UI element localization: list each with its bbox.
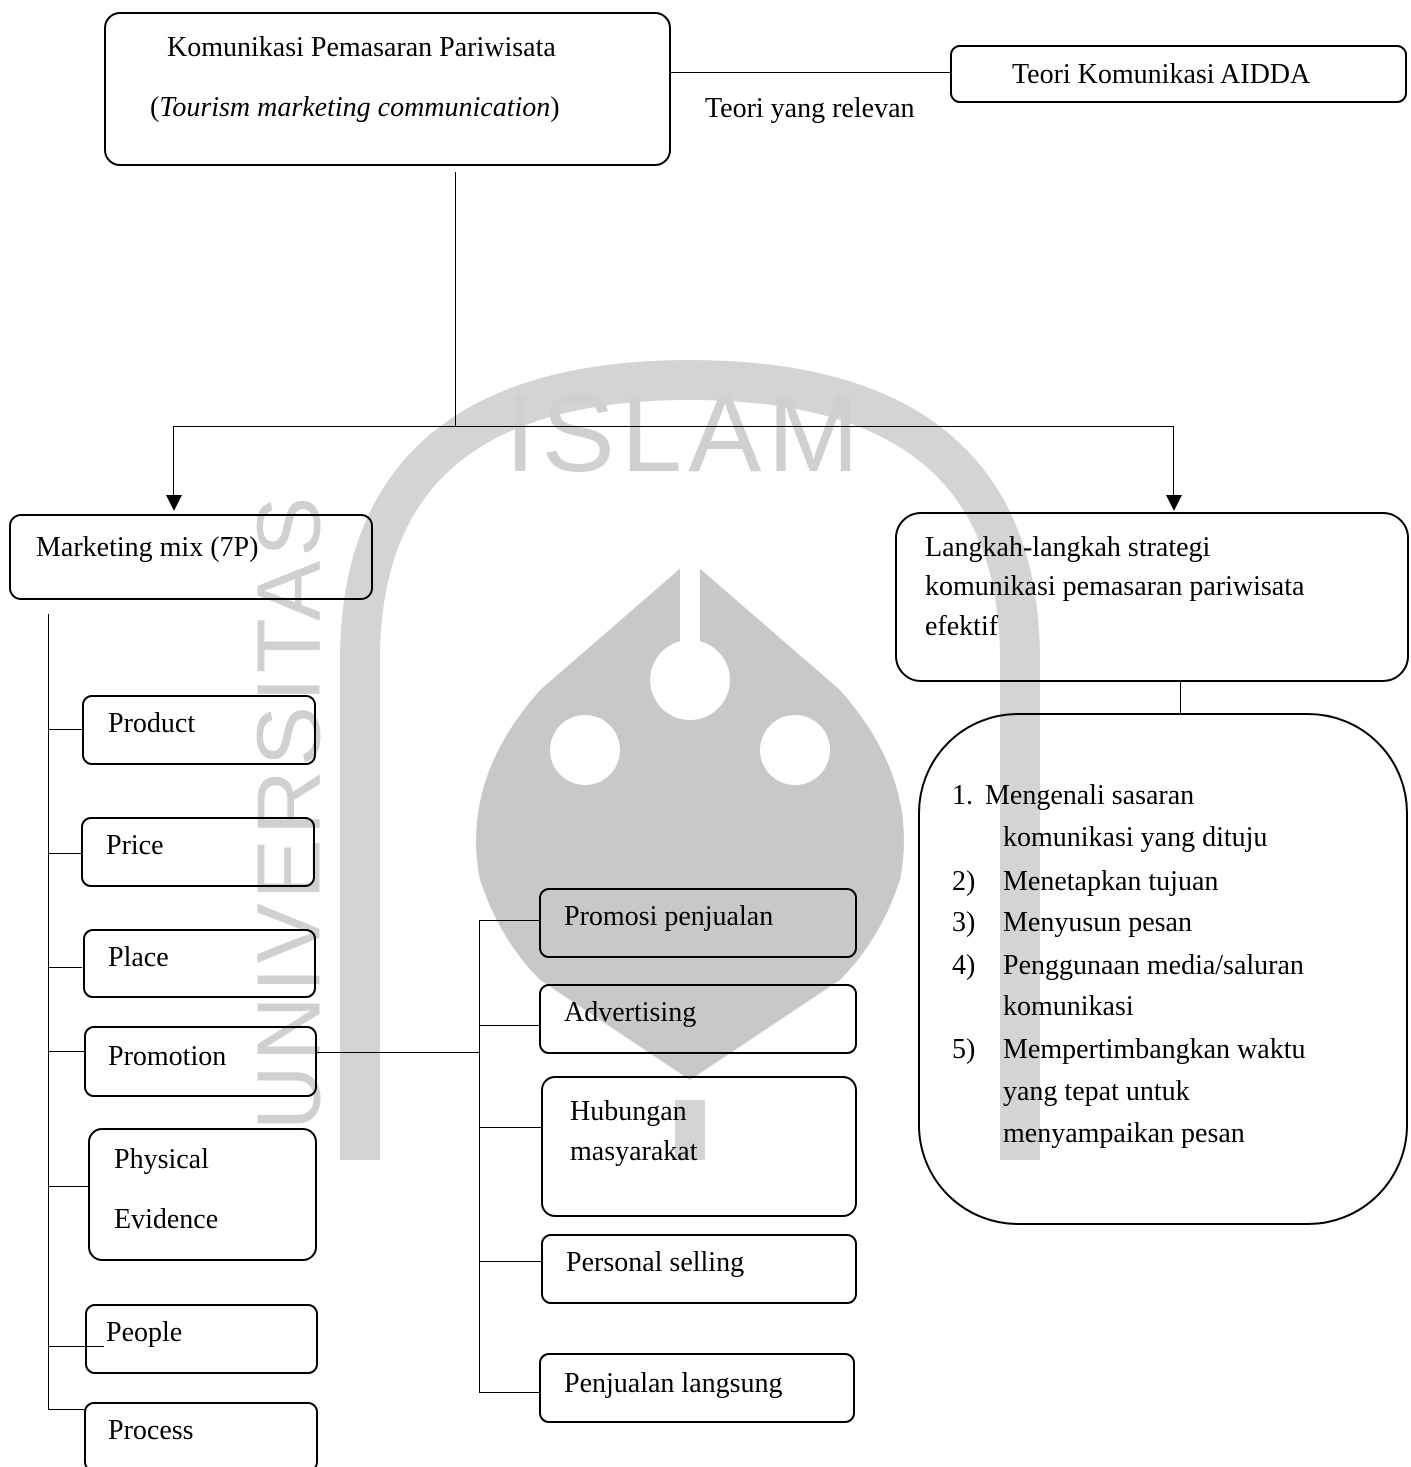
price-connector <box>48 853 82 854</box>
right-branch-drop <box>1173 426 1174 496</box>
product-box <box>82 695 316 765</box>
step-4-number: 4) <box>952 950 976 981</box>
left-branch-drop <box>173 426 174 496</box>
physical-evidence-connector <box>48 1186 88 1187</box>
step-3-line1: Menyusun pesan <box>1003 907 1192 938</box>
evidence-label: Evidence <box>114 1204 219 1235</box>
masyarakat-label: masyarakat <box>570 1136 698 1167</box>
product-connector <box>48 729 82 730</box>
promotion-box <box>84 1026 317 1097</box>
strategy-connector <box>1180 682 1181 714</box>
penjualan-langsung-connector <box>479 1392 539 1393</box>
step-5-line2: yang tepat untuk <box>1003 1076 1190 1107</box>
step-5-number: 5) <box>952 1034 976 1065</box>
step-4-line1: Penggunaan media/saluran <box>1003 950 1304 981</box>
strategy-title-line3: efektif <box>925 611 999 642</box>
process-box <box>84 1402 318 1467</box>
step-1-number: 1. <box>952 780 973 811</box>
step-1-line1: Mengenali sasaran <box>985 780 1195 811</box>
place-label: Place <box>108 942 169 973</box>
promotion-connector <box>48 1051 84 1052</box>
price-box <box>81 817 315 887</box>
product-label: Product <box>108 708 196 739</box>
price-label: Price <box>106 830 164 861</box>
promotion-label: Promotion <box>108 1041 227 1072</box>
personal-selling-connector <box>479 1261 541 1262</box>
hubungan-masyarakat-connector <box>479 1127 541 1128</box>
marketing-mix-title: Marketing mix (7P) <box>36 532 259 563</box>
hubungan-masyarakat-box <box>541 1076 857 1217</box>
marketing-mix-box <box>9 514 373 600</box>
seven-p-spine <box>48 614 49 1410</box>
paren-open: ( <box>150 92 160 123</box>
advertising-label: Advertising <box>564 997 697 1028</box>
theory-connector-line <box>671 72 950 73</box>
top-title-line1: Komunikasi Pemasaran Pariwisata <box>167 32 556 63</box>
process-connector <box>48 1409 84 1410</box>
penjualan-langsung-label: Penjualan langsung <box>564 1368 783 1399</box>
physical-label: Physical <box>114 1144 209 1175</box>
physical-evidence-box <box>88 1128 317 1261</box>
hubungan-label: Hubungan <box>570 1096 687 1127</box>
place-connector <box>48 967 82 968</box>
people-connector <box>48 1346 104 1347</box>
promosi-penjualan-label: Promosi penjualan <box>564 901 774 932</box>
process-label: Process <box>108 1415 194 1446</box>
top-title-italic: Tourism marketing communication <box>159 92 551 123</box>
right-arrow-icon <box>1166 495 1182 511</box>
advertising-connector <box>479 1025 539 1026</box>
promotion-mix-connector <box>317 1052 479 1053</box>
branch-line <box>173 426 1173 427</box>
left-arrow-icon <box>166 495 182 511</box>
people-box <box>85 1304 318 1374</box>
step-4-line2: komunikasi <box>1003 991 1134 1022</box>
connector-label: Teori yang relevan <box>705 93 915 124</box>
paren-close: ) <box>550 92 560 123</box>
penjualan-langsung-box <box>539 1353 855 1423</box>
trunk-line <box>455 172 456 426</box>
promosi-penjualan-box <box>539 888 857 958</box>
aidda-theory-label: Teori Komunikasi AIDDA <box>1012 59 1311 90</box>
aidda-theory-box <box>950 45 1407 103</box>
advertising-box <box>539 984 857 1054</box>
tourism-marketing-communication-box <box>104 12 671 166</box>
step-5-line3: menyampaikan pesan <box>1003 1118 1245 1149</box>
step-1-line2: komunikasi yang dituju <box>1003 822 1268 853</box>
step-2-line1: Menetapkan tujuan <box>1003 866 1219 897</box>
place-box <box>83 929 316 998</box>
promosi-penjualan-connector <box>479 920 539 921</box>
step-5-line1: Mempertimbangkan waktu <box>1003 1034 1306 1065</box>
strategy-steps-box <box>918 713 1408 1225</box>
top-title-line2: (Tourism marketing communication) <box>150 92 560 124</box>
step-3-number: 3) <box>952 907 976 938</box>
strategy-title-line2: komunikasi pemasaran pariwisata <box>925 571 1305 602</box>
people-label: People <box>106 1317 183 1348</box>
strategy-title-line1: Langkah-langkah strategi <box>925 532 1211 563</box>
personal-selling-label: Personal selling <box>566 1247 745 1278</box>
promotion-mix-spine <box>479 920 480 1392</box>
personal-selling-box <box>541 1234 857 1304</box>
watermark-text: ISLAM <box>505 372 866 495</box>
step-2-number: 2) <box>952 866 976 897</box>
strategy-title-box <box>895 512 1409 682</box>
